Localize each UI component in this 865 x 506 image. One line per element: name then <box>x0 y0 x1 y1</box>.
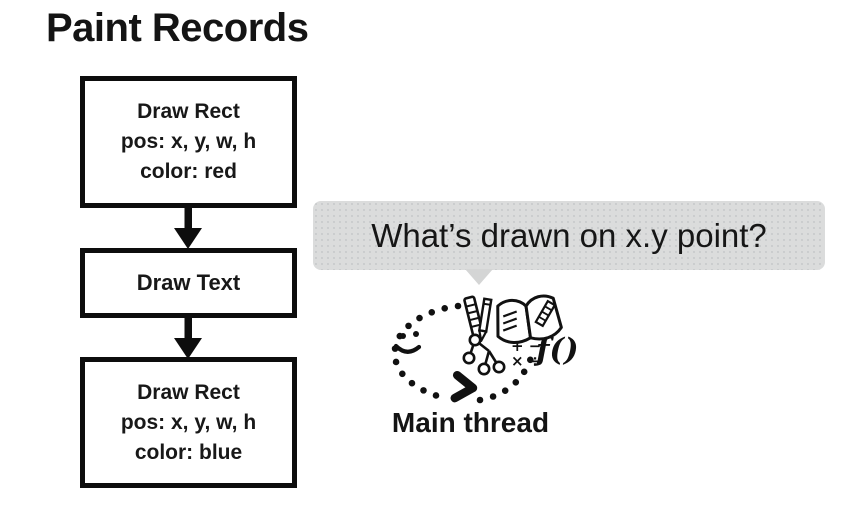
slide-title: Paint Records <box>46 6 309 50</box>
flow-box-draw-rect-blue: Draw Rect pos: x, y, w, h color: blue <box>80 357 297 488</box>
flow-box-draw-text: Draw Text <box>80 248 297 318</box>
main-thread-illustration: + − × ÷ f() <box>391 294 579 404</box>
open-book-icon <box>496 294 563 344</box>
pencil-icon <box>477 297 493 342</box>
down-arrow-icon <box>174 317 202 359</box>
chevron-arrow-icon <box>450 370 478 403</box>
box-line: Draw Rect <box>137 100 240 123</box>
box-line: pos: x, y, w, h <box>120 410 257 434</box>
speech-bubble: What’s drawn on x.y point? <box>313 201 825 285</box>
main-thread-label: Main thread <box>391 407 550 438</box>
down-arrow-icon <box>174 207 202 249</box>
box-line: color: blue <box>134 440 243 464</box>
speech-bubble-text: What’s drawn on x.y point? <box>371 216 767 254</box>
flow-box-draw-rect-red: Draw Rect pos: x, y, w, h color: red <box>80 76 297 208</box>
dotted-loop-icon <box>391 302 462 402</box>
math-symbols-icon: + − × ÷ <box>511 337 541 370</box>
tree-diagram-icon <box>462 333 506 376</box>
box-line: Draw Text <box>136 270 241 295</box>
svg-text:× ÷: × ÷ <box>511 352 541 370</box>
box-line: Draw Rect <box>137 380 240 404</box>
speech-bubble-tail <box>465 269 493 285</box>
smiley-face-icon <box>393 331 422 354</box>
box-line: pos: x, y, w, h <box>120 130 257 153</box>
svg-text:+ −: + − <box>511 337 541 355</box>
box-line: color: red <box>140 160 237 183</box>
function-icon: f() <box>534 332 579 368</box>
